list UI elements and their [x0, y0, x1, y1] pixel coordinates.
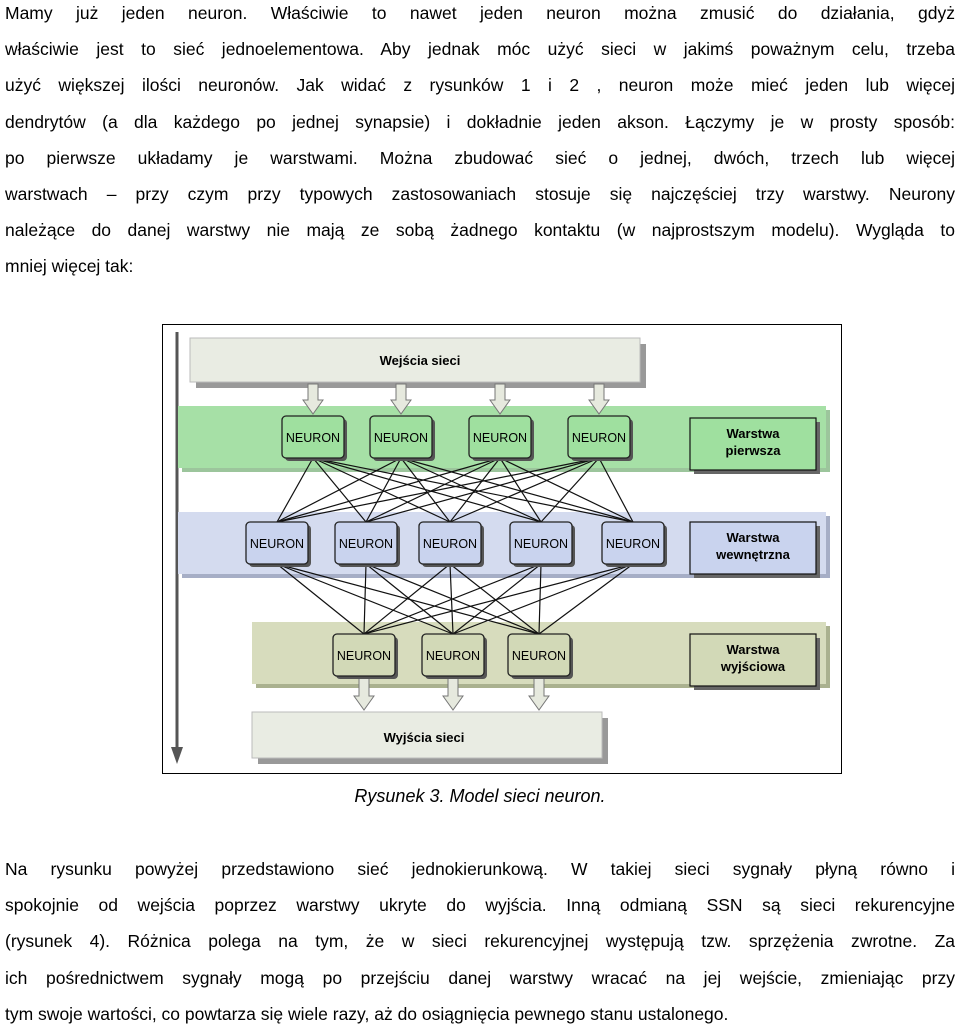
connection-line [449, 457, 600, 523]
output-arrow-icon [442, 677, 464, 711]
connection-line [363, 563, 542, 635]
neuron-label: NEURON [374, 431, 428, 445]
inputs-band: Wejścia sieci [189, 337, 646, 388]
connection-line [449, 457, 501, 523]
neuron-label: NEURON [337, 649, 391, 663]
paragraph-explanation: Na rysunku powyżej przedstawiono sieć je… [5, 851, 955, 1032]
neuron-label: NEURON [339, 537, 393, 551]
paragraph-line: użyć większej ilości neuronów. Jak widać… [5, 75, 955, 96]
paragraph-line: właściwie jest to sieć jednoelementowa. … [5, 39, 955, 60]
neuron-label: NEURON [250, 537, 304, 551]
paragraph-line: Mamy już jeden neuron. Właściwie to nawe… [5, 3, 955, 23]
input-arrow-icon [302, 383, 324, 415]
neurons: NEURON NEURON NEURON NEURON NEURON NEURON NEUR… [245, 415, 667, 679]
connection-line [365, 457, 600, 523]
neuron-node: NEURON [567, 415, 633, 461]
paragraph-intro: Mamy już jeden neuron. Właściwie to nawe… [5, 0, 955, 285]
connection-line [598, 457, 634, 523]
connections [276, 457, 634, 635]
connection-line [365, 457, 402, 523]
layer-label-box: Warstwa pierwsza [689, 417, 820, 474]
paragraph-line: ich pośrednictwem sygnały mogą po przejś… [5, 967, 955, 988]
neuron-node: NEURON [369, 415, 435, 461]
connection-line [312, 457, 451, 523]
layer-label-text: wyjściowa [720, 659, 786, 674]
neuron-node: NEURON [245, 521, 311, 567]
connection-line [538, 563, 634, 635]
layer-label-text: wewnętrzna [715, 547, 790, 562]
neuron-label: NEURON [512, 649, 566, 663]
paragraph-line: dendrytów (a dla każdego po jednej synap… [5, 111, 955, 132]
connection-line [540, 457, 600, 523]
connection-line [276, 457, 314, 523]
input-arrow-icon [588, 383, 610, 415]
output-arrow-icon [353, 677, 375, 711]
connection-line [499, 457, 634, 523]
connection-line [365, 457, 501, 523]
connection-line [276, 457, 501, 523]
layer-label-box: Warstwa wyjściowa [689, 633, 820, 690]
paragraph-line: spokojnie od wejścia poprzez warstwy ukr… [5, 895, 955, 916]
neuron-node: NEURON [334, 521, 400, 567]
connection-line [312, 457, 634, 523]
connection-line [276, 457, 600, 523]
layer-label-box: Warstwa wewnętrzna [689, 521, 820, 578]
layer-label-text: Warstwa [727, 426, 781, 441]
neuron-label: NEURON [606, 537, 660, 551]
neuron-label: NEURON [426, 649, 480, 663]
output-arrow-icon [528, 677, 550, 711]
connection-line [452, 563, 634, 635]
figure-caption: Rysunek 3. Model sieci neuron. [354, 786, 606, 806]
connection-line [449, 563, 540, 635]
neuron-node: NEURON [507, 633, 573, 679]
connection-line [499, 457, 542, 523]
connection-line [363, 563, 367, 635]
input-arrow-icon [390, 383, 412, 415]
neuron-node: NEURON [332, 633, 398, 679]
connection-line [400, 457, 451, 523]
paragraph-line: po pierwsze układamy je warstwami. Można… [5, 147, 955, 168]
connection-line [312, 457, 542, 523]
input-arrows [302, 383, 610, 415]
paragraph-line: warstwach – przy czym przy typowych zast… [5, 183, 955, 204]
outputs-label: Wyjścia sieci [384, 730, 465, 745]
neuron-node: NEURON [281, 415, 347, 461]
neuron-node: NEURON [468, 415, 534, 461]
connection-line [400, 457, 634, 523]
neuron-node: NEURON [418, 521, 484, 567]
connection-line [363, 563, 451, 635]
connection-line [276, 563, 365, 635]
output-arrows [353, 677, 550, 711]
neuron-label: NEURON [572, 431, 626, 445]
inputs-label: Wejścia sieci [380, 353, 461, 368]
layer-label-text: pierwsza [726, 443, 782, 458]
layer-label-text: Warstwa [727, 530, 781, 545]
flow-arrow-icon [171, 747, 183, 764]
paragraph-line: tym swoje wartości, co powtarza się wiel… [5, 1003, 729, 1024]
neuron-node: NEURON [509, 521, 575, 567]
input-arrow-icon [489, 383, 511, 415]
connection-line [363, 563, 634, 635]
layer-labels: WarstwapierwszaWarstwawewnętrznaWarstwaw… [689, 417, 820, 690]
outputs-band: Wyjścia sieci [251, 711, 608, 764]
paragraph-line: Na rysunku powyżej przedstawiono sieć je… [5, 859, 955, 879]
layer-label-text: Warstwa [727, 642, 781, 657]
connection-line [538, 563, 542, 635]
neuron-label: NEURON [423, 537, 477, 551]
connection-line [276, 457, 402, 523]
neuron-node: NEURON [421, 633, 487, 679]
paragraph-line: mniej więcej tak: [5, 256, 134, 277]
neuron-label: NEURON [514, 537, 568, 551]
connection-line [365, 563, 454, 635]
connection-line [276, 563, 540, 635]
neuron-node: NEURON [601, 521, 667, 567]
neuron-label: NEURON [473, 431, 527, 445]
neuron-label: NEURON [286, 431, 340, 445]
connection-line [400, 457, 542, 523]
paragraph-line: należące do danej warstwy nie mają ze so… [5, 220, 955, 241]
paragraph-line: (rysunek 4). Różnica polega na tym, że w… [5, 931, 955, 952]
